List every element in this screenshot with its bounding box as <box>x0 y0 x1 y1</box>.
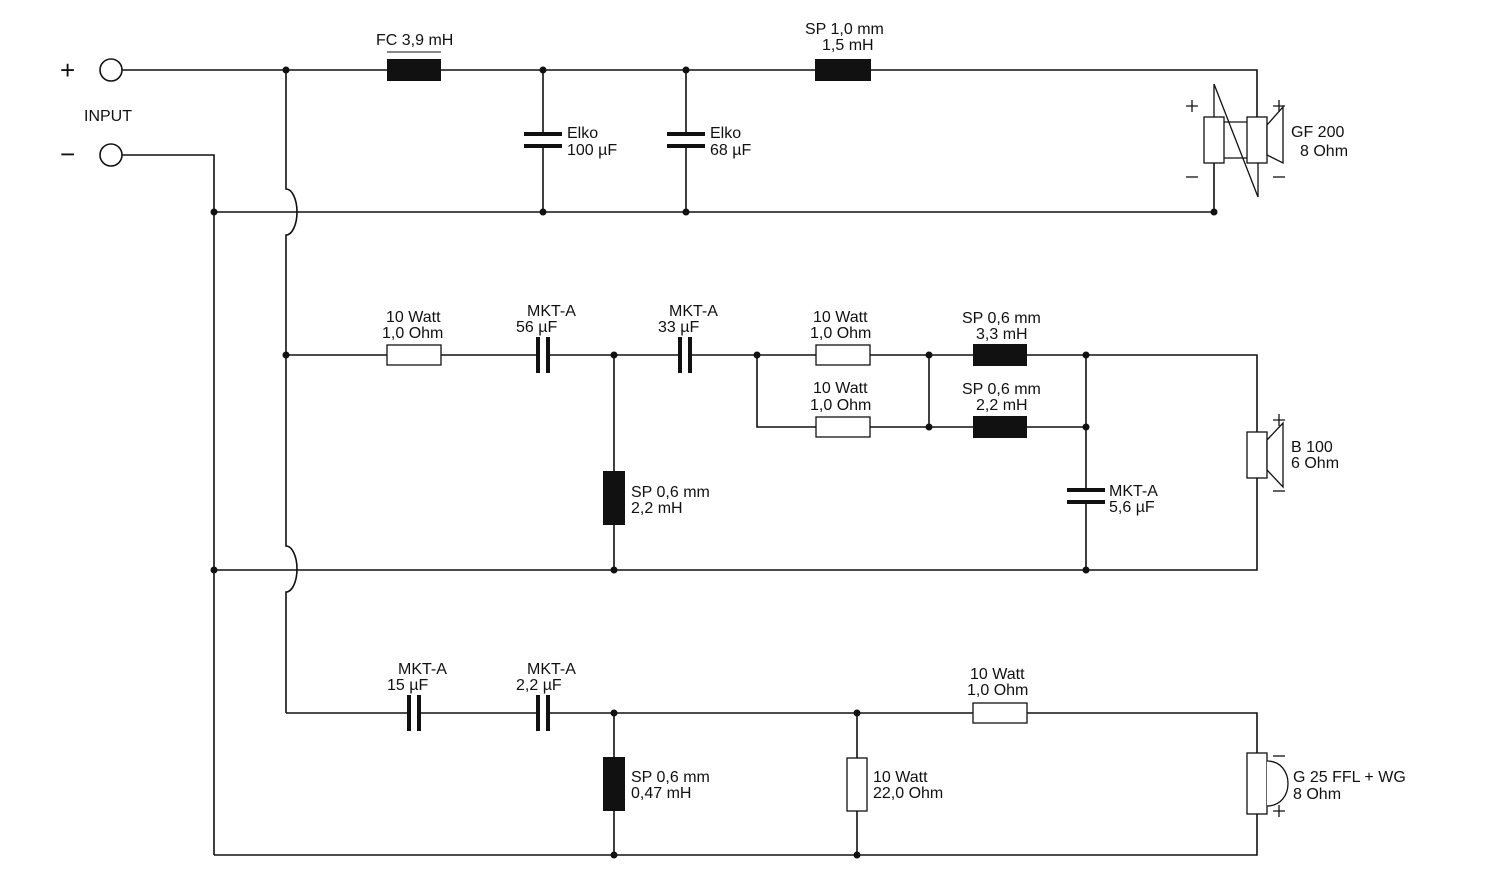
elko-100-label-1: Elko <box>567 125 598 142</box>
mid-upper-inductor-label-1: SP 0,6 mm <box>962 310 1041 327</box>
sp-1mm-inductor: SP 1,0 mm 1,5 mH <box>805 21 884 81</box>
high-shunt-resistor-label-1: 10 Watt <box>873 769 928 786</box>
input-minus-sign: − <box>60 139 75 169</box>
elko-100-label-2: 100 µF <box>567 142 617 159</box>
junction-dots <box>210 66 1218 859</box>
mid-shunt-inductor-label-1: SP 0,6 mm <box>631 484 710 501</box>
sp-1mm-label-2: 1,5 mH <box>822 37 874 54</box>
mid-lower-inductor: SP 0,6 mm 2,2 mH <box>962 381 1041 438</box>
mid-cap-56: MKT-A 56 µF <box>516 303 576 373</box>
mid-upper-resistor: 10 Watt 1,0 Ohm <box>810 309 871 366</box>
mid-shunt-inductor-label-2: 2,2 mH <box>631 500 683 517</box>
mid-lower-inductor-label-1: SP 0,6 mm <box>962 381 1041 398</box>
mid-cap-33-label-2: 33 µF <box>658 319 699 336</box>
wiring <box>122 69 1258 856</box>
elko-68-label-2: 68 µF <box>710 142 751 159</box>
mid-shunt-inductor: SP 0,6 mm 2,2 mH <box>603 471 710 525</box>
mid-cap-33-label-1: MKT-A <box>669 303 718 320</box>
high-series-resistor-label-1: 10 Watt <box>970 666 1025 683</box>
gf200-label-1: GF 200 <box>1291 124 1344 141</box>
mid-cap-56-label-1: MKT-A <box>527 303 576 320</box>
input-minus-terminal <box>99 143 123 167</box>
mid-upper-resistor-label-1: 10 Watt <box>813 309 868 326</box>
mid-series-resistor-label-2: 1,0 Ohm <box>382 325 443 342</box>
high-shunt-inductor-label-1: SP 0,6 mm <box>631 769 710 786</box>
elko-100-capacitor: Elko 100 µF <box>524 125 617 159</box>
sp-1mm-label-1: SP 1,0 mm <box>805 21 884 38</box>
mid-cap-33: MKT-A 33 µF <box>658 303 718 373</box>
mid-cap-56-label-2: 56 µF <box>516 319 557 336</box>
mid-lower-resistor-label-1: 10 Watt <box>813 380 868 397</box>
b100-speaker: B 100 6 Ohm <box>1246 414 1339 492</box>
input-plus-sign: + <box>60 55 75 85</box>
gf200-label-2: 8 Ohm <box>1300 143 1348 160</box>
input-terminals: + INPUT − <box>60 55 132 169</box>
mid-series-resistor: 10 Watt 1,0 Ohm <box>382 309 443 366</box>
mid-lower-resistor-label-2: 1,0 Ohm <box>810 397 871 414</box>
input-label: INPUT <box>84 108 132 125</box>
b100-label-1: B 100 <box>1291 439 1333 456</box>
mid-shunt-cap-label-1: MKT-A <box>1109 483 1158 500</box>
high-cap-2-2: MKT-A 2,2 µF <box>516 661 576 731</box>
fc-inductor-label: FC 3,9 mH <box>376 32 453 49</box>
mid-series-resistor-label-1: 10 Watt <box>386 309 441 326</box>
high-shunt-inductor: SP 0,6 mm 0,47 mH <box>603 757 710 811</box>
high-shunt-resistor: 10 Watt 22,0 Ohm <box>846 757 943 812</box>
b100-label-2: 6 Ohm <box>1291 455 1339 472</box>
high-shunt-resistor-label-2: 22,0 Ohm <box>873 785 943 802</box>
mid-shunt-cap: MKT-A 5,6 µF <box>1067 483 1158 516</box>
high-cap-15: MKT-A 15 µF <box>387 661 447 731</box>
g25-label-2: 8 Ohm <box>1293 786 1341 803</box>
elko-68-label-1: Elko <box>710 125 741 142</box>
high-shunt-inductor-label-2: 0,47 mH <box>631 785 691 802</box>
high-cap-15-label-1: MKT-A <box>398 661 447 678</box>
mid-shunt-cap-label-2: 5,6 µF <box>1109 499 1155 516</box>
input-plus-terminal <box>99 58 123 82</box>
elko-68-capacitor: Elko 68 µF <box>667 125 751 159</box>
high-series-resistor: 10 Watt 1,0 Ohm <box>967 666 1028 724</box>
high-cap-2-2-label-2: 2,2 µF <box>516 677 562 694</box>
mid-upper-inductor-label-2: 3,3 mH <box>976 326 1028 343</box>
fc-inductor: FC 3,9 mH <box>376 32 453 81</box>
mid-lower-resistor: 10 Watt 1,0 Ohm <box>810 380 871 438</box>
high-series-resistor-label-2: 1,0 Ohm <box>967 682 1028 699</box>
mid-upper-resistor-label-2: 1,0 Ohm <box>810 325 871 342</box>
mid-upper-inductor: SP 0,6 mm 3,3 mH <box>962 310 1041 366</box>
g25-label-1: G 25 FFL + WG <box>1293 769 1406 786</box>
high-cap-15-label-2: 15 µF <box>387 677 428 694</box>
gf200-speaker: GF 200 8 Ohm <box>1186 83 1348 198</box>
g25-speaker: G 25 FFL + WG 8 Ohm <box>1246 752 1406 817</box>
mid-lower-inductor-label-2: 2,2 mH <box>976 397 1028 414</box>
high-cap-2-2-label-1: MKT-A <box>527 661 576 678</box>
